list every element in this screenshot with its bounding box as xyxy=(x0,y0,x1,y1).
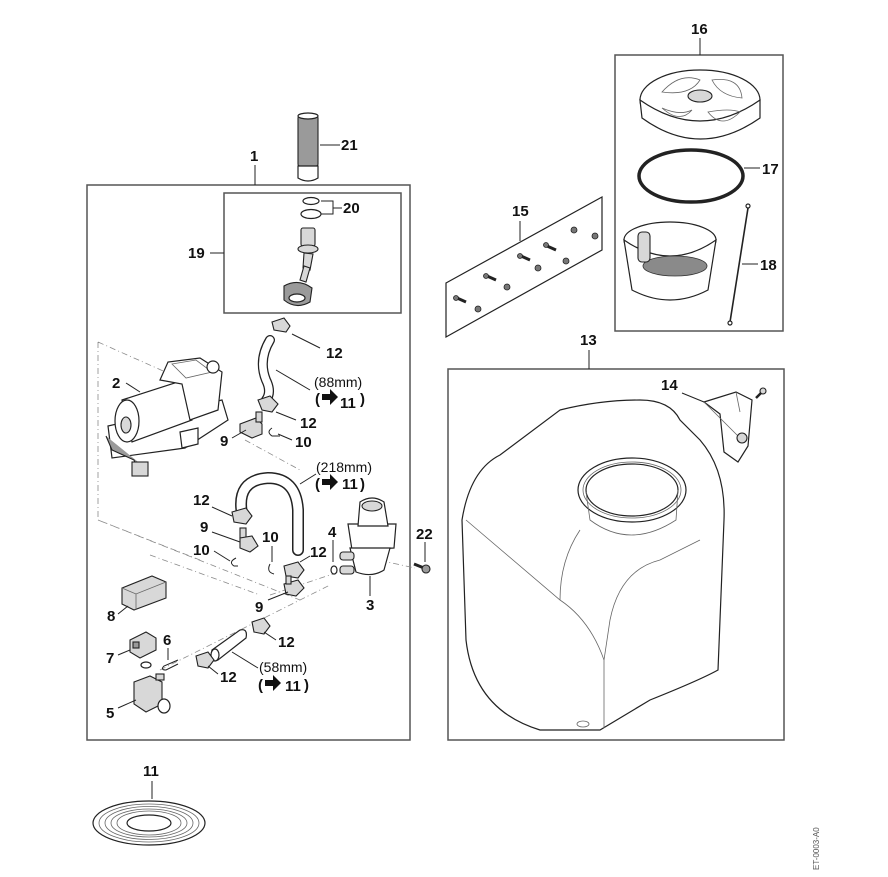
callout-11[interactable]: 11 xyxy=(143,763,159,780)
part-21-filter-tube[interactable] xyxy=(297,112,319,182)
arrow-right-icon xyxy=(322,389,338,405)
svg-text:11: 11 xyxy=(340,395,356,412)
callout-14[interactable]: 14 xyxy=(661,377,678,394)
callout-10a[interactable]: 10 xyxy=(295,434,312,451)
part-12-clamp-d[interactable] xyxy=(283,561,305,579)
arrow-right-icon xyxy=(322,474,338,490)
part-10-clip-b[interactable] xyxy=(230,557,238,567)
part-12-clamp-e[interactable] xyxy=(251,617,271,635)
callout-12e[interactable]: 12 xyxy=(278,634,295,651)
callout-22[interactable]: 22 xyxy=(416,526,433,543)
part-16-strainer-basket[interactable] xyxy=(623,221,717,301)
part-9-elbow-c[interactable] xyxy=(283,575,305,597)
part-14-screw[interactable] xyxy=(755,387,767,399)
callout-20[interactable]: 20 xyxy=(343,200,360,217)
part-22-screw[interactable] xyxy=(413,562,431,574)
callout-21[interactable]: 21 xyxy=(341,137,358,154)
hose-218mm-length: (218mm) xyxy=(316,459,372,475)
part-7-connector[interactable] xyxy=(129,631,157,659)
part-10-clip-a[interactable] xyxy=(268,427,280,437)
callout-8[interactable]: 8 xyxy=(107,608,115,625)
callout-3[interactable]: 3 xyxy=(366,597,374,614)
group-13-box xyxy=(447,368,785,741)
svg-text:(: ( xyxy=(315,391,320,408)
part-12-clamp-f[interactable] xyxy=(195,651,215,669)
part-4-o-ring[interactable] xyxy=(330,565,338,575)
part-17-seal[interactable] xyxy=(637,148,745,204)
hose-218mm[interactable] xyxy=(235,471,304,556)
hose-88mm[interactable] xyxy=(257,335,275,405)
callout-12d[interactable]: 12 xyxy=(310,544,327,561)
callout-4[interactable]: 4 xyxy=(328,524,337,541)
part-5-valve-body[interactable] xyxy=(133,673,171,714)
svg-text:(: ( xyxy=(258,677,263,694)
part-20-o-rings[interactable] xyxy=(300,196,322,220)
arrow-right-icon xyxy=(265,675,281,691)
callout-2[interactable]: 2 xyxy=(112,375,120,392)
callout-19[interactable]: 19 xyxy=(188,245,205,262)
hose-88mm-length: (88mm) xyxy=(314,374,362,390)
part-11-hose-coil[interactable] xyxy=(92,800,206,846)
part-12-clamp-c[interactable] xyxy=(231,507,253,525)
callout-9a[interactable]: 9 xyxy=(220,433,228,450)
callout-12c[interactable]: 12 xyxy=(193,492,210,509)
drawing-code: ET-0003-A0 xyxy=(812,827,821,870)
callout-18[interactable]: 18 xyxy=(760,257,777,274)
svg-text:11: 11 xyxy=(285,678,301,695)
callout-10c[interactable]: 10 xyxy=(262,529,279,546)
part-2-pump[interactable] xyxy=(105,357,229,477)
part-10-clip-c[interactable] xyxy=(268,563,275,575)
svg-text:): ) xyxy=(360,476,365,493)
svg-text:): ) xyxy=(360,391,365,408)
callout-7[interactable]: 7 xyxy=(106,650,114,667)
callout-12a[interactable]: 12 xyxy=(326,345,343,362)
part-12-clamp-a[interactable] xyxy=(271,317,291,333)
hose-58mm-ref: ( 11 ) xyxy=(258,675,309,695)
callout-12f[interactable]: 12 xyxy=(220,669,237,686)
callout-1[interactable]: 1 xyxy=(250,148,258,165)
part-3-valve[interactable] xyxy=(339,497,397,576)
hose-58mm[interactable] xyxy=(210,629,247,662)
part-15-screw-kit[interactable] xyxy=(445,195,603,339)
svg-text:11: 11 xyxy=(342,476,358,493)
part-12-clamp-b[interactable] xyxy=(257,395,279,413)
hose-88mm-ref: ( 11 ) xyxy=(315,389,365,412)
part-16-filler-cap[interactable] xyxy=(639,69,761,140)
part-7-washer xyxy=(140,661,152,669)
part-13-tank[interactable] xyxy=(461,399,725,731)
callout-12b[interactable]: 12 xyxy=(300,415,317,432)
group-16-box xyxy=(614,54,784,332)
callout-9b[interactable]: 9 xyxy=(200,519,208,536)
svg-text:(: ( xyxy=(315,476,320,493)
callout-5[interactable]: 5 xyxy=(106,705,114,722)
callout-17[interactable]: 17 xyxy=(762,161,779,178)
callout-15[interactable]: 15 xyxy=(512,203,529,220)
hose-58mm-length: (58mm) xyxy=(259,659,307,675)
group-1-box xyxy=(86,184,411,741)
callout-16[interactable]: 16 xyxy=(691,21,708,38)
part-9-elbow-a[interactable] xyxy=(239,411,263,439)
callout-9c[interactable]: 9 xyxy=(255,599,263,616)
part-18-strap[interactable] xyxy=(727,203,751,326)
callout-13[interactable]: 13 xyxy=(580,332,597,349)
part-14-bracket[interactable] xyxy=(702,391,753,463)
part-6-clip[interactable] xyxy=(161,659,179,671)
part-8-cover[interactable] xyxy=(121,575,167,611)
callout-6[interactable]: 6 xyxy=(163,632,171,649)
part-19-fitting[interactable] xyxy=(283,227,319,307)
svg-text:): ) xyxy=(304,677,309,694)
callout-10b[interactable]: 10 xyxy=(193,542,210,559)
part-9-elbow-b[interactable] xyxy=(239,527,259,553)
hose-218mm-ref: ( 11 ) xyxy=(315,474,365,493)
